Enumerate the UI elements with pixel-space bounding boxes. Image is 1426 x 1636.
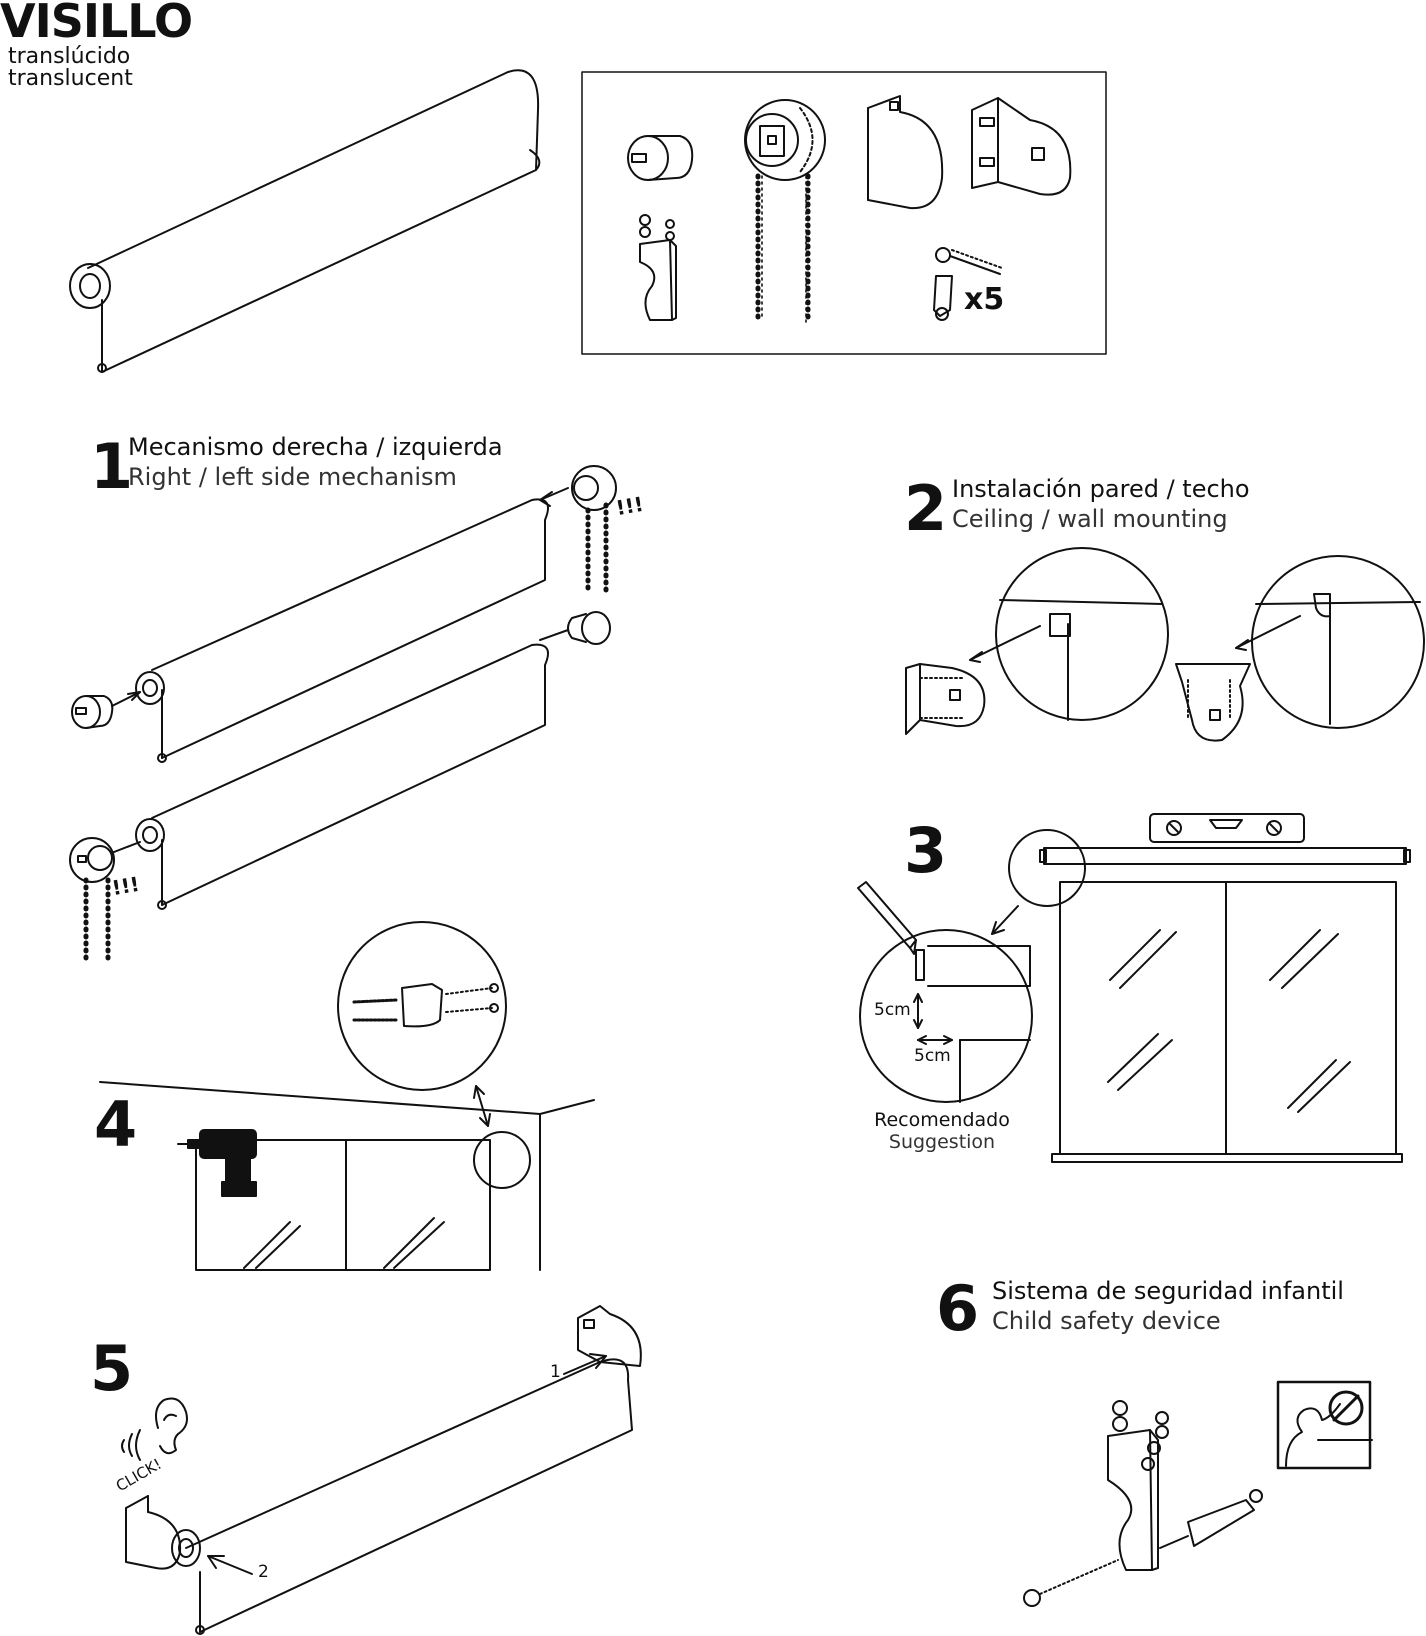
step-1-title-es: Mecanismo derecha / izquierda bbox=[128, 433, 503, 461]
drill-icon bbox=[177, 1129, 257, 1197]
step-6-illustration bbox=[1023, 1380, 1373, 1607]
step-1-title: Mecanismo derecha / izquierda Right / le… bbox=[128, 432, 503, 492]
step-4-number: 4 bbox=[94, 1088, 138, 1161]
wall-plug-icon bbox=[933, 275, 953, 321]
end-plug-icon bbox=[627, 135, 694, 181]
step-5-arrow-2-label: 2 bbox=[258, 1562, 269, 1582]
step-6-title-es: Sistema de seguridad infantil bbox=[992, 1277, 1344, 1305]
wall-bracket-icon bbox=[971, 97, 1072, 196]
step-2-number: 2 bbox=[904, 472, 948, 545]
step-1-warning-bottom: !!! bbox=[110, 871, 142, 901]
step-2-title-en: Ceiling / wall mounting bbox=[952, 505, 1228, 533]
product-subtitle-en: translucent bbox=[8, 66, 133, 91]
step-2-title-es: Instalación pared / techo bbox=[952, 475, 1250, 503]
step-6-title: Sistema de seguridad infantil Child safe… bbox=[992, 1276, 1344, 1336]
child-safety-device-icon bbox=[639, 214, 677, 321]
step-4-illustration bbox=[99, 921, 595, 1271]
step-6-number: 6 bbox=[936, 1272, 980, 1345]
step-3-note-es: Recomendado bbox=[874, 1109, 1010, 1131]
control-mechanism-icon bbox=[744, 99, 826, 181]
roller-blind-illustration bbox=[69, 69, 541, 373]
step-3-measure-horizontal: 5cm bbox=[914, 1046, 951, 1066]
screw-icon bbox=[935, 247, 1003, 275]
step-6-title-en: Child safety device bbox=[992, 1307, 1221, 1335]
step-3-illustration bbox=[857, 813, 1411, 1163]
step-3-note-en: Suggestion bbox=[888, 1130, 996, 1153]
bead-chain-icon bbox=[755, 173, 811, 323]
step-2-illustration bbox=[905, 547, 1425, 742]
step-3-number: 3 bbox=[904, 814, 948, 887]
product-subtitle-es: translúcido bbox=[8, 44, 131, 69]
ear-icon bbox=[121, 1397, 188, 1461]
bracket-cover-icon bbox=[867, 95, 944, 210]
step-1-warning-top: !!! bbox=[614, 491, 646, 521]
product-title: VISILLO bbox=[0, 0, 193, 48]
parts-box bbox=[581, 71, 1107, 355]
step-5-arrow-1-label: 1 bbox=[550, 1362, 561, 1382]
step-3-measure-vertical: 5cm bbox=[874, 1000, 911, 1020]
step-1-title-en: Right / left side mechanism bbox=[128, 463, 457, 491]
step-1-illustration bbox=[69, 465, 617, 965]
step-5-illustration bbox=[121, 1305, 642, 1635]
parts-quantity: x5 bbox=[964, 282, 1005, 317]
step-2-title: Instalación pared / techo Ceiling / wall… bbox=[952, 474, 1250, 534]
step-5-number: 5 bbox=[90, 1332, 134, 1405]
step-1-number: 1 bbox=[90, 430, 134, 503]
step-3-note: Recomendado Suggestion bbox=[862, 1109, 1022, 1154]
